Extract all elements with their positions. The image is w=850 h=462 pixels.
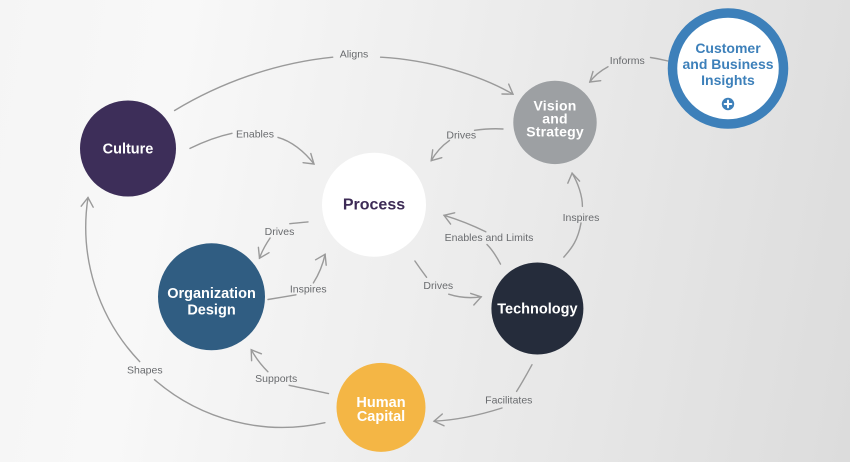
svg-text:Inspires: Inspires [563,212,600,224]
svg-text:Technology: Technology [497,302,577,318]
svg-text:Customer: Customer [695,40,761,56]
svg-text:Shapes: Shapes [127,365,163,377]
svg-text:Aligns: Aligns [340,49,369,61]
svg-text:Informs: Informs [610,55,645,67]
svg-text:Supports: Supports [255,373,297,385]
svg-text:Enables: Enables [236,128,274,140]
svg-text:Facilitates: Facilitates [485,395,532,407]
svg-text:Insights: Insights [701,72,755,88]
svg-text:Drives: Drives [265,226,295,238]
svg-text:Process: Process [343,197,405,214]
svg-text:Culture: Culture [103,142,154,158]
svg-text:Drives: Drives [423,280,453,292]
svg-text:Enables and Limits: Enables and Limits [445,232,534,244]
svg-text:Inspires: Inspires [290,284,327,296]
svg-text:and Business: and Business [682,56,773,72]
svg-text:Drives: Drives [446,129,476,141]
